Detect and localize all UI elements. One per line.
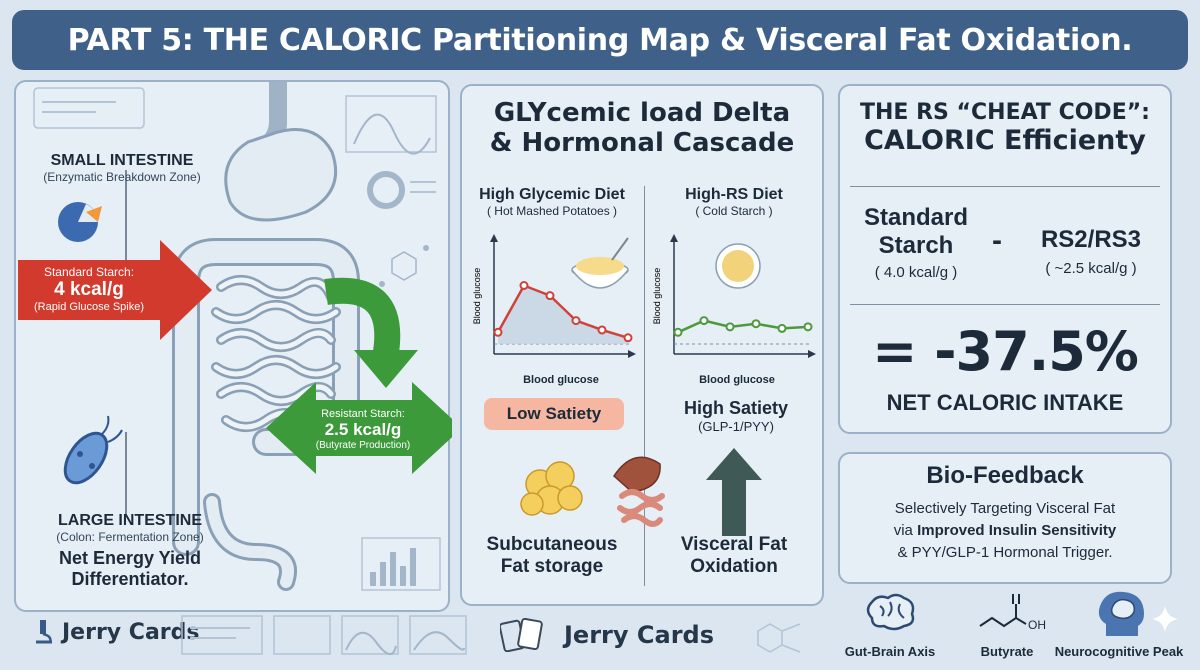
fat-cells-icon — [520, 461, 583, 516]
sketch-bar-icon — [361, 537, 441, 591]
high-satiety-label: High Satiety (GLP-1/PYY) — [683, 398, 789, 434]
high-gi-point-0 — [493, 327, 503, 337]
high-gi-line — [496, 283, 629, 339]
fat-illustrations — [520, 448, 762, 536]
high-rs-point-3 — [751, 319, 761, 329]
sketch-donut-icon — [367, 171, 436, 209]
high-gi-area — [498, 285, 628, 344]
high-rs-chart: Blood glucose — [652, 234, 816, 358]
high-gi-point-2 — [545, 291, 555, 301]
bio-feedback-title: Bio-Feedback — [926, 462, 1084, 489]
high-gi-point-4 — [597, 325, 607, 335]
net-reduction-value: = -37.5% — [872, 320, 1139, 383]
small-intestine-label: SMALL INTESTINE (Enzymatic Breakdown Zon… — [43, 152, 201, 184]
high-gi-point-1 — [519, 281, 529, 290]
cards-icon — [500, 618, 543, 652]
microscope-icon — [36, 620, 52, 644]
head-brain-icon — [1098, 591, 1144, 636]
up-arrow-icon — [706, 448, 762, 536]
high-rs-y-label: Blood glucose — [652, 268, 662, 325]
divider-mid — [850, 304, 1160, 305]
high-gi-chart: Blood glucose — [472, 234, 636, 358]
digestive-tract-illustration — [18, 82, 452, 591]
low-satiety-badge: Low Satiety — [484, 398, 624, 430]
glycemic-panel: GLYcemic load Delta & Hormonal Cascade H… — [460, 84, 824, 606]
high-gi-x-label: Blood glucose — [523, 374, 599, 386]
high-rs-x-label: Blood glucose — [699, 374, 775, 386]
resistant-starch-label: Resistant Starch: 2.5 kcal/g (Butyrate P… — [315, 408, 411, 451]
butyrate-molecule-icon — [979, 594, 1027, 628]
column-divider — [644, 186, 645, 586]
standard-starch-block: Standard Starch ( 4.0 kcal/g ) — [863, 204, 968, 281]
title-banner: PART 5: THE CALORIC Partitioning Map & V… — [12, 10, 1188, 70]
high-rs-point-1 — [699, 316, 709, 326]
sketch-chart-icon — [345, 95, 437, 155]
glycemic-title: GLYcemic load Delta & Hormonal Cascade — [489, 98, 795, 158]
large-intestine-label: LARGE INTESTINE (Colon: Fermentation Zon… — [56, 512, 204, 589]
mashed-potato-bowl-icon — [571, 237, 629, 289]
high-gi-point-5 — [623, 333, 633, 343]
high-rs-point-5 — [803, 322, 813, 332]
resistant-starch-arrow — [266, 382, 452, 474]
bio-feedback-panel: Bio-Feedback Selectively Targeting Visce… — [838, 452, 1172, 584]
footer-brand-left: Jerry Cards — [32, 618, 200, 646]
visceral-oxidation-label: Visceral Fat Oxidation — [680, 534, 788, 577]
neurocognitive-peak-label: Neurocognitive Peak — [1054, 644, 1184, 659]
digestive-map-panel: SMALL INTESTINE (Enzymatic Breakdown Zon… — [14, 80, 452, 612]
cheat-code-panel: THE RS “CHEAT CODE”: CALORIC Efficienty … — [838, 84, 1172, 434]
organs-icon — [613, 456, 665, 527]
gut-brain-axis-label: Gut-Brain Axis — [844, 644, 936, 659]
standard-starch-arrow — [18, 240, 212, 340]
high-rs-point-4 — [777, 323, 787, 333]
standard-starch-label: Standard Starch: 4 kcal/g (Rapid Glucose… — [33, 265, 145, 313]
minus-sign: - — [992, 224, 1002, 257]
stomach — [224, 128, 338, 222]
high-rs-point-0 — [673, 327, 683, 337]
page-title: PART 5: THE CALORIC Partitioning Map & V… — [67, 22, 1133, 58]
cold-starch-icon — [715, 243, 761, 289]
high-gi-y-label: Blood glucose — [472, 268, 482, 325]
brain-icon — [866, 593, 915, 631]
curved-green-arrow — [324, 277, 401, 354]
footer-molecule-sketch — [757, 623, 801, 653]
bacteria-icon — [63, 415, 123, 485]
butyrate-label: Butyrate — [980, 644, 1034, 659]
rs-block: RS2/RS3 ( ~2.5 kcal/g ) — [1040, 226, 1142, 277]
high-gi-header: High Glycemic Diet ( Hot Mashed Potatoes… — [479, 186, 625, 218]
enzyme-icon — [58, 202, 102, 242]
sparkle-icon — [1152, 606, 1178, 632]
high-rs-point-2 — [725, 322, 735, 332]
sketch-window-icon — [33, 87, 145, 129]
oh-label: OH — [1028, 618, 1046, 632]
subcutaneous-label: Subcutaneous Fat storage — [486, 534, 618, 577]
footer-sketch-charts — [181, 615, 467, 655]
sketch-molecule-icon — [379, 245, 429, 287]
divider-top — [850, 186, 1160, 187]
high-rs-header: High-RS Diet ( Cold Starch ) — [685, 186, 783, 218]
high-rs-line — [677, 319, 809, 334]
net-caloric-intake-label: NET CALORIC INTAKE — [886, 390, 1124, 415]
bio-feedback-text: Selectively Targeting Visceral Fat via I… — [893, 500, 1117, 561]
footer-brand-center: Jerry Cards — [500, 618, 714, 652]
high-gi-point-3 — [571, 316, 581, 326]
cheat-code-title: THE RS “CHEAT CODE”: CALORIC Efficienty — [860, 100, 1150, 156]
